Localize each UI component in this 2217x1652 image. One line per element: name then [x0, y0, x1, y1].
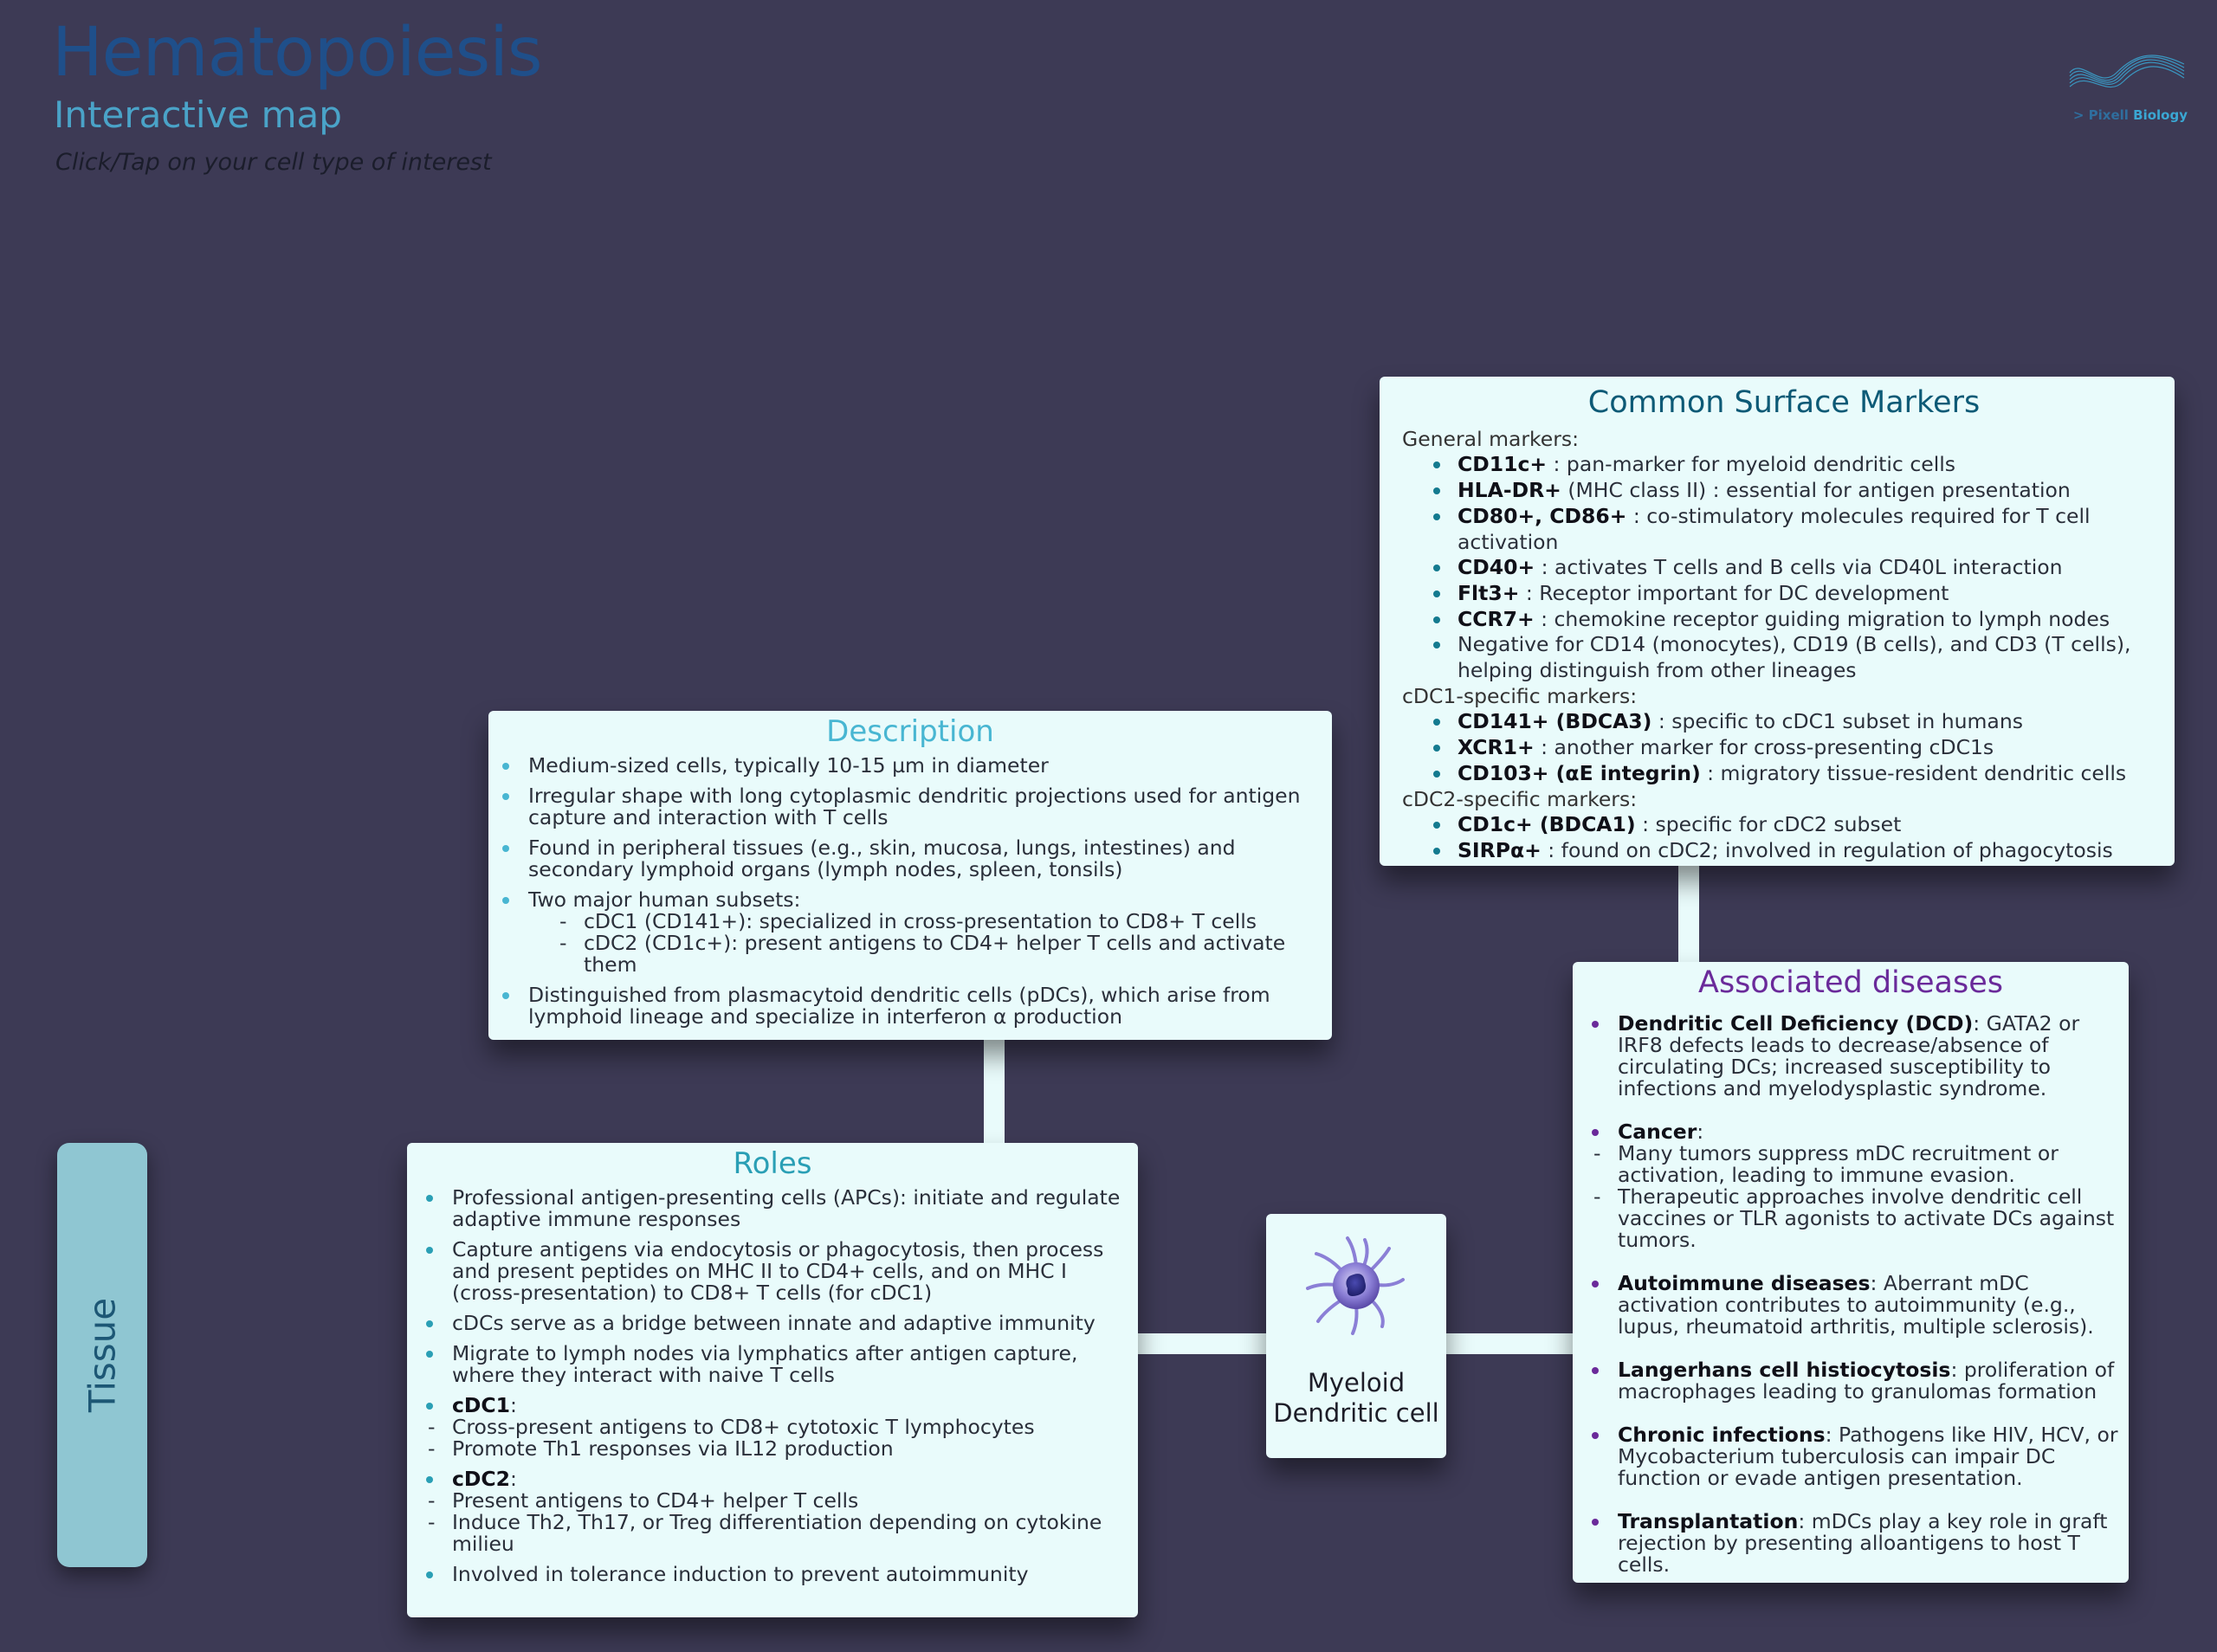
disease-item: Dendritic Cell Deficiency (DCD): GATA2 o…	[1592, 1013, 2120, 1100]
roles-item: Migrate to lymph nodes via lymphatics af…	[426, 1343, 1129, 1386]
cdc1-role: Cross-present antigens to CD8+ cytotoxic…	[426, 1416, 1129, 1439]
cdc1-role: Promote Th1 responses via IL12 productio…	[426, 1438, 1129, 1461]
roles-item: Capture antigens via endocytosis or phag…	[426, 1239, 1129, 1304]
disease-item: Chronic infections: Pathogens like HIV, …	[1592, 1424, 2120, 1489]
description-item: Found in peripheral tissues (e.g., skin,…	[502, 837, 1323, 881]
cdc2-role: Induce Th2, Th17, or Treg differentiatio…	[426, 1512, 1129, 1555]
marker-item: CCR7+ : chemokine receptor guiding migra…	[1402, 607, 2166, 633]
marker-item: SIRPα+ : found on cDC2; involved in regu…	[1402, 838, 2166, 864]
description-title: Description	[826, 714, 994, 749]
roles-item-cdc1: cDC1: Cross-present antigens to CD8+ cyt…	[426, 1393, 1129, 1460]
roles-title: Roles	[733, 1146, 812, 1181]
connector-node-diseases	[1441, 1333, 1576, 1354]
cdc2-label: cDC2	[452, 1467, 511, 1491]
connector-markers-diseases	[1678, 861, 1699, 965]
marker-item: CD80+, CD86+ : co-stimulatory molecules …	[1402, 504, 2166, 555]
description-item: Distinguished from plasmacytoid dendriti…	[502, 984, 1323, 1028]
general-markers-label: General markers:	[1402, 426, 1580, 451]
disease-item: Langerhans cell histiocytosis: prolifera…	[1592, 1359, 2120, 1403]
marker-item: CD1c+ (BDCA1) : specific for cDC2 subset	[1402, 812, 2166, 838]
myeloid-dendritic-cell-node[interactable]: Myeloid Dendritic cell	[1266, 1214, 1446, 1458]
cdc1-label: cDC1	[452, 1393, 511, 1417]
roles-item: cDCs serve as a bridge between innate an…	[426, 1313, 1129, 1334]
disease-item: Transplantation: mDCs play a key role in…	[1592, 1511, 2120, 1576]
cdc2-markers-label: cDC2-specific markers:	[1402, 786, 1638, 811]
associated-diseases-card: Associated diseases Dendritic Cell Defic…	[1573, 962, 2129, 1583]
dendritic-cell-icon	[1306, 1236, 1405, 1335]
subset-cdc1: cDC1 (CD141+): specialized in cross-pres…	[558, 911, 1323, 933]
surface-markers-card: Common Surface Markers General markers: …	[1380, 377, 2175, 866]
marker-item: CD40+ : activates T cells and B cells vi…	[1402, 555, 2166, 581]
connector-description-roles	[984, 1035, 1005, 1147]
page-title: Hematopoiesis	[52, 14, 543, 92]
cancer-point: Therapeutic approaches involve dendritic…	[1592, 1186, 2120, 1251]
subset-cdc2: cDC2 (CD1c+): present antigens to CD4+ h…	[558, 932, 1323, 976]
instruction-text: Click/Tap on your cell type of interest	[55, 149, 492, 176]
disease-item-cancer: Cancer: Many tumors suppress mDC recruit…	[1592, 1121, 2120, 1251]
page-subtitle: Interactive map	[54, 94, 342, 136]
roles-card: Roles Professional antigen-presenting ce…	[407, 1143, 1138, 1617]
marker-item: HLA-DR+ (MHC class II) : essential for a…	[1402, 478, 2166, 504]
markers-title: Common Surface Markers	[1587, 385, 1981, 420]
connector-roles-node	[1133, 1333, 1271, 1354]
cdc2-role: Present antigens to CD4+ helper T cells	[426, 1490, 1129, 1513]
marker-item: Flt3+ : Receptor important for DC develo…	[1402, 581, 2166, 607]
brand-name: > Pixell Biology	[2072, 107, 2188, 123]
marker-item: XCR1+ : another marker for cross-present…	[1402, 735, 2166, 761]
description-item-text: Two major human subsets:	[528, 887, 801, 912]
marker-item: CD103+ (αE integrin) : migratory tissue-…	[1402, 761, 2166, 787]
roles-item: Involved in tolerance induction to preve…	[426, 1564, 1129, 1585]
brand-logo[interactable]: > Pixell Biology	[2066, 42, 2188, 128]
tissue-tab[interactable]: Tissue	[57, 1143, 147, 1567]
node-label: Myeloid Dendritic cell	[1273, 1368, 1439, 1428]
diseases-title: Associated diseases	[1698, 965, 2003, 1000]
description-item: Medium-sized cells, typically 10-15 µm i…	[502, 755, 1323, 777]
description-item: Irregular shape with long cytoplasmic de…	[502, 785, 1323, 829]
marker-item: CD141+ (BDCA3) : specific to cDC1 subset…	[1402, 709, 2166, 735]
cancer-point: Many tumors suppress mDC recruitment or …	[1592, 1143, 2120, 1186]
roles-item-cdc2: cDC2: Present antigens to CD4+ helper T …	[426, 1467, 1129, 1555]
marker-item: CD11c+ : pan-marker for myeloid dendriti…	[1402, 452, 2166, 478]
cdc1-markers-label: cDC1-specific markers:	[1402, 683, 1638, 708]
disease-item: Autoimmune diseases: Aberrant mDC activa…	[1592, 1273, 2120, 1338]
wave-logo-icon	[2069, 55, 2185, 87]
roles-item: Professional antigen-presenting cells (A…	[426, 1187, 1129, 1230]
description-item: Two major human subsets: cDC1 (CD141+): …	[502, 887, 1323, 976]
marker-item: Negative for CD14 (monocytes), CD19 (B c…	[1402, 632, 2166, 683]
description-card: Description Medium-sized cells, typicall…	[488, 711, 1332, 1040]
tissue-tab-label: Tissue	[81, 1297, 124, 1413]
